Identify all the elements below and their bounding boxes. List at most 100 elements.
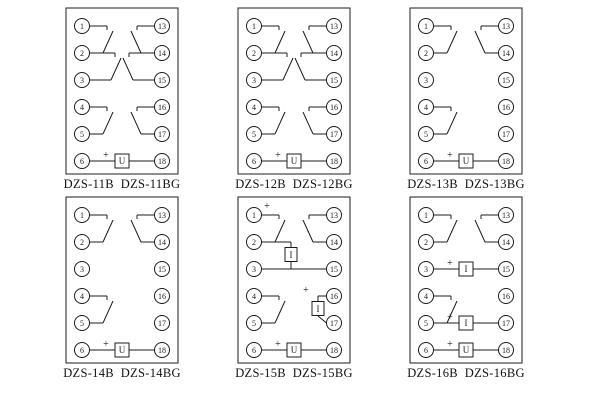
svg-text:4: 4 <box>424 292 428 301</box>
svg-text:15: 15 <box>502 76 510 85</box>
diagram-label-dzs-13b: DZS-13B DZS-13BG <box>407 177 525 191</box>
svg-text:U: U <box>291 345 298 355</box>
svg-text:17: 17 <box>502 130 510 139</box>
svg-text:+: + <box>303 285 309 296</box>
svg-text:13: 13 <box>502 22 510 31</box>
svg-text:U: U <box>463 156 470 166</box>
svg-text:U: U <box>119 156 126 166</box>
svg-text:5: 5 <box>80 130 84 139</box>
svg-text:3: 3 <box>252 265 256 274</box>
svg-text:16: 16 <box>330 103 338 112</box>
svg-text:15: 15 <box>330 76 338 85</box>
diagram-label-dzs-12b: DZS-12B DZS-12BG <box>235 177 353 191</box>
svg-text:17: 17 <box>502 319 510 328</box>
svg-text:16: 16 <box>158 103 166 112</box>
svg-text:17: 17 <box>158 130 166 139</box>
svg-text:13: 13 <box>158 211 166 220</box>
svg-text:18: 18 <box>158 346 166 355</box>
diagram-label-dzs-15b: DZS-15B DZS-15BG <box>235 366 353 380</box>
svg-text:1: 1 <box>80 22 84 31</box>
svg-text:2: 2 <box>252 49 256 58</box>
svg-text:15: 15 <box>330 265 338 274</box>
svg-text:3: 3 <box>80 76 84 85</box>
svg-text:2: 2 <box>424 238 428 247</box>
svg-text:I: I <box>317 304 320 314</box>
svg-text:4: 4 <box>80 292 84 301</box>
svg-text:U: U <box>463 345 470 355</box>
svg-text:5: 5 <box>424 319 428 328</box>
svg-text:14: 14 <box>502 238 510 247</box>
svg-text:4: 4 <box>424 103 428 112</box>
svg-text:15: 15 <box>502 265 510 274</box>
diagram-label-dzs-11b: DZS-11B DZS-11BG <box>63 177 181 191</box>
svg-text:5: 5 <box>80 319 84 328</box>
svg-text:13: 13 <box>158 22 166 31</box>
svg-text:6: 6 <box>424 157 428 166</box>
svg-text:U: U <box>119 345 126 355</box>
svg-text:16: 16 <box>158 292 166 301</box>
svg-text:I: I <box>465 318 468 328</box>
svg-text:14: 14 <box>158 49 166 58</box>
svg-text:+: + <box>103 339 109 350</box>
svg-text:16: 16 <box>330 292 338 301</box>
svg-text:6: 6 <box>252 157 256 166</box>
svg-text:+: + <box>275 339 281 350</box>
svg-text:4: 4 <box>252 103 256 112</box>
svg-text:15: 15 <box>158 76 166 85</box>
svg-text:+: + <box>447 150 453 161</box>
svg-text:13: 13 <box>330 22 338 31</box>
svg-text:17: 17 <box>330 319 338 328</box>
svg-text:18: 18 <box>158 157 166 166</box>
svg-text:1: 1 <box>424 22 428 31</box>
svg-text:15: 15 <box>158 265 166 274</box>
svg-text:3: 3 <box>80 265 84 274</box>
svg-text:5: 5 <box>424 130 428 139</box>
svg-text:+: + <box>275 150 281 161</box>
diagram-label-dzs-16b: DZS-16B DZS-16BG <box>407 366 525 380</box>
svg-text:+: + <box>447 258 453 269</box>
svg-text:I: I <box>465 264 468 274</box>
svg-text:13: 13 <box>330 211 338 220</box>
svg-text:17: 17 <box>158 319 166 328</box>
svg-text:14: 14 <box>502 49 510 58</box>
svg-text:2: 2 <box>252 238 256 247</box>
svg-text:14: 14 <box>330 238 338 247</box>
svg-text:3: 3 <box>424 76 428 85</box>
svg-text:14: 14 <box>158 238 166 247</box>
svg-text:14: 14 <box>330 49 338 58</box>
svg-text:1: 1 <box>80 211 84 220</box>
svg-text:5: 5 <box>252 319 256 328</box>
svg-text:17: 17 <box>330 130 338 139</box>
svg-text:5: 5 <box>252 130 256 139</box>
svg-text:1: 1 <box>252 211 256 220</box>
svg-text:6: 6 <box>252 346 256 355</box>
svg-text:+: + <box>447 312 453 323</box>
svg-text:4: 4 <box>80 103 84 112</box>
svg-text:2: 2 <box>80 49 84 58</box>
svg-text:3: 3 <box>424 265 428 274</box>
svg-text:1: 1 <box>252 22 256 31</box>
svg-text:18: 18 <box>502 157 510 166</box>
svg-text:3: 3 <box>252 76 256 85</box>
svg-text:U: U <box>291 156 298 166</box>
svg-text:1: 1 <box>424 211 428 220</box>
svg-text:18: 18 <box>330 346 338 355</box>
svg-text:16: 16 <box>502 103 510 112</box>
svg-text:6: 6 <box>80 157 84 166</box>
svg-text:6: 6 <box>424 346 428 355</box>
svg-text:18: 18 <box>502 346 510 355</box>
diagram-label-dzs-14b: DZS-14B DZS-14BG <box>63 366 181 380</box>
svg-text:+: + <box>447 339 453 350</box>
